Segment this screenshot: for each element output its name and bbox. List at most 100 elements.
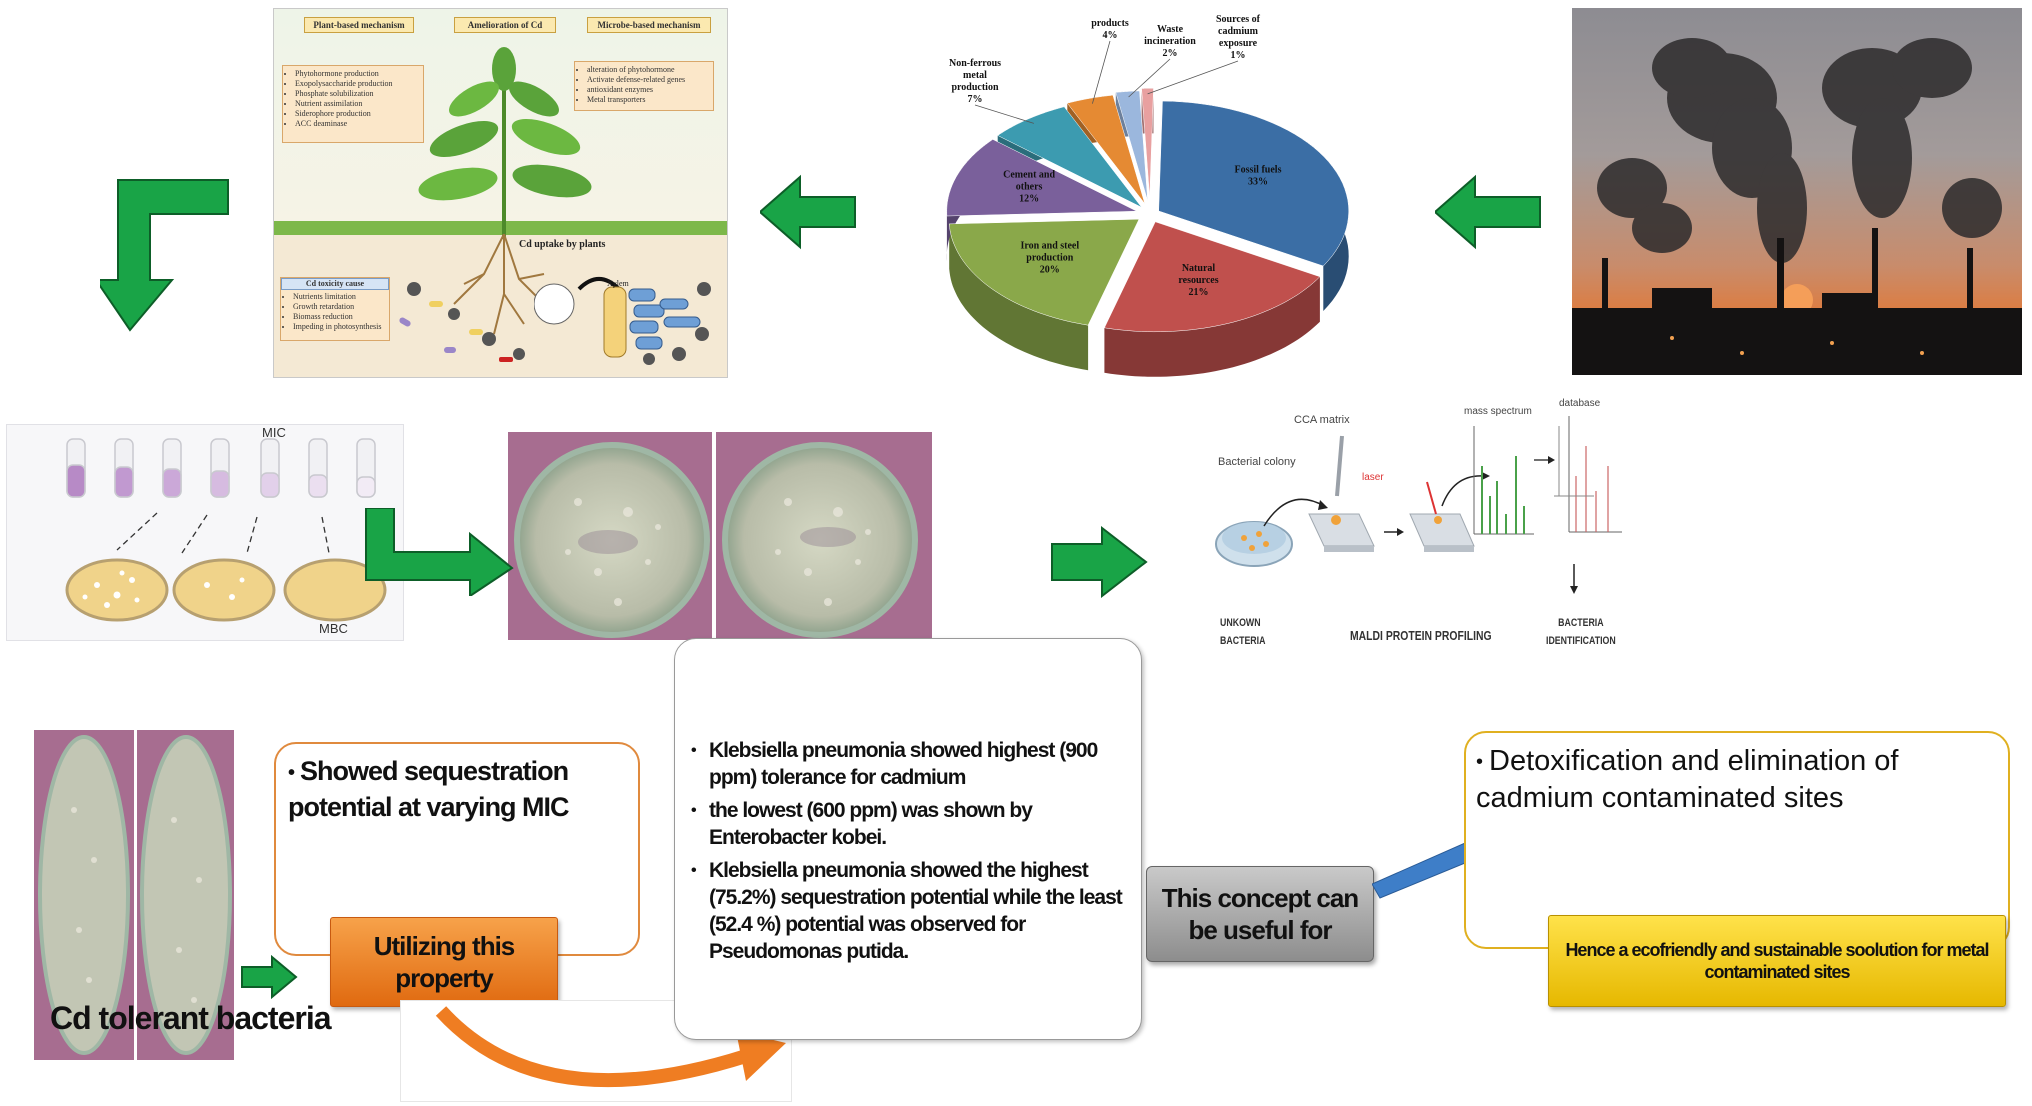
- bullet-icon: •: [288, 761, 295, 784]
- finding-text: the lowest (600 ppm) was shown by Entero…: [709, 799, 1033, 849]
- bullet-icon: •: [691, 802, 697, 819]
- petri-dish-photos: [508, 432, 932, 640]
- finding-text: Klebsiella pneumonia showed highest (900…: [709, 739, 1098, 789]
- cd-tolerant-bacteria-label: Cd tolerant bacteria: [50, 1000, 332, 1036]
- unknown-bacteria-line2: BACTERIA: [1220, 635, 1266, 647]
- toxicity-item: Biomass reduction: [293, 312, 385, 322]
- plant-mechanism-item: Exopolysaccharide production: [295, 79, 419, 89]
- amelioration-header: Amelioration of Cd: [454, 17, 556, 33]
- database-label: database: [1559, 398, 1601, 409]
- xylem-illustration: [534, 277, 711, 365]
- microbe-mechanism-header: Microbe-based mechanism: [587, 17, 711, 33]
- toxicity-item: Impeding in photosynthesis: [293, 322, 385, 332]
- bullet-icon: •: [691, 742, 697, 759]
- arrow-bend-down: [100, 179, 229, 332]
- maldi-profiling-label: MALDI PROTEIN PROFILING: [1350, 628, 1492, 643]
- laser-label: laser: [1362, 472, 1384, 483]
- maldi-figure: CCA matrix Bacterial colony laser mass s…: [1214, 396, 1624, 650]
- smoke-plumes: [1572, 38, 2022, 375]
- toxicity-header: Cd toxicity cause: [281, 278, 389, 290]
- plant-mechanism-figure: Plant-based mechanism Amelioration of Cd…: [273, 8, 728, 378]
- plant-mechanism-item: Nutrient assimilation: [295, 99, 419, 109]
- cd-uptake-label: Cd uptake by plants: [519, 239, 606, 250]
- pie-slice: [1115, 90, 1148, 201]
- pie-leader-line: [974, 104, 1035, 124]
- bacteria-id-line1: BACTERIA: [1558, 617, 1604, 629]
- unknown-bacteria-label: UNKOWN BACTERIA: [1220, 614, 1265, 650]
- finding-item: •Klebsiella pneumonia showed the highest…: [691, 857, 1129, 965]
- plant-mechanism-item: Phosphate solubilization: [295, 89, 419, 99]
- bacteria-identification-label: BACTERIA IDENTIFICATION: [1546, 614, 1616, 650]
- findings-list: • Klebsiella pneumonia showed highest (90…: [691, 737, 1129, 971]
- arrow-left-2: [760, 174, 856, 250]
- microbe-mechanism-list: alteration of phytohormoneActivate defen…: [574, 61, 714, 111]
- microbe-mechanism-item: Activate defense-related genes: [587, 75, 709, 85]
- concept-text: This concept can be useful for: [1161, 883, 1359, 945]
- arrow-right-small: [241, 955, 298, 999]
- finding-item: • the lowest (600 ppm) was shown by Enter…: [691, 797, 1129, 851]
- utilizing-box: Utilizing this property: [330, 917, 558, 1007]
- photo-divider: [712, 432, 716, 640]
- industrial-smoke-photo: [1572, 8, 2022, 375]
- pie-leader-line: [1092, 40, 1111, 104]
- plant-mechanism-item: Phytohormone production: [295, 69, 419, 79]
- mic-mbc-figure: MIC MBC: [6, 424, 404, 641]
- xylem-label: Xylem: [607, 279, 629, 288]
- maldi-illustration: [1215, 416, 1622, 594]
- utilizing-text: Utilizing this property: [373, 931, 516, 993]
- pie-slice: [997, 106, 1142, 208]
- cca-matrix-label: CCA matrix: [1294, 414, 1350, 426]
- pie-leader-line: [1147, 60, 1239, 95]
- pie-slice: [1104, 221, 1321, 333]
- arrow-right-maldi: [1051, 526, 1148, 598]
- bullet-icon-2: •: [1476, 751, 1484, 774]
- arrow-left-1: [1435, 174, 1541, 250]
- unknown-bacteria-line1: UNKOWN: [1220, 617, 1261, 629]
- cd-tolerant-bacteria-photos: [34, 730, 234, 1060]
- sequestration-text: •Showed sequestration potential at varyi…: [288, 754, 628, 824]
- findings-box: • Klebsiella pneumonia showed highest (90…: [674, 638, 1142, 1040]
- concept-box: This concept can be useful for: [1146, 866, 1374, 962]
- mic-label: MIC: [262, 425, 286, 440]
- finding-item: • Klebsiella pneumonia showed highest (90…: [691, 737, 1129, 791]
- plant-mechanism-list: Phytohormone productionExopolysaccharide…: [282, 65, 424, 143]
- mass-spectrum-label: mass spectrum: [1464, 406, 1532, 417]
- photo-divider-2: [134, 730, 137, 1060]
- orange-curved-arrow: [435, 1006, 786, 1088]
- pie-slice: [1158, 100, 1349, 267]
- plant-mechanism-item: ACC deaminase: [295, 119, 419, 129]
- bullet-icon: •: [691, 862, 697, 879]
- mic-mbc-illustration: [65, 438, 387, 622]
- arrow-bend-right: [365, 508, 514, 596]
- detox-box: •Detoxification and elimination of cadmi…: [1464, 731, 2010, 949]
- pie-slice: [946, 139, 1137, 217]
- pie-slice: [948, 218, 1140, 326]
- microbe-mechanism-item: antioxidant enzymes: [587, 85, 709, 95]
- plant-illustration: [418, 47, 592, 239]
- pie-leader-line: [1128, 58, 1171, 98]
- bacteria-id-line2: IDENTIFICATION: [1546, 635, 1616, 647]
- microbe-mechanism-item: alteration of phytohormone: [587, 65, 709, 75]
- pie-slice-label: Cadmiumproducts4%: [1089, 14, 1132, 41]
- bacterial-colony-label: Bacterial colony: [1218, 456, 1296, 468]
- ecofriendly-text: Hence a ecofriendly and sustainable sool…: [1565, 940, 1989, 982]
- microbe-mechanism-item: Metal transporters: [587, 95, 709, 105]
- petri-dishes: [514, 442, 918, 638]
- pie-slice: [1066, 94, 1146, 204]
- elongated-dishes: [38, 735, 232, 1055]
- toxicity-box: Cd toxicity cause Nutrients limitationGr…: [280, 277, 390, 341]
- toxicity-item: Nutrients limitation: [293, 292, 385, 302]
- sequestration-text-content: Showed sequestration potential at varyin…: [288, 756, 570, 822]
- detox-text-content: Detoxification and elimination of cadmiu…: [1476, 745, 1899, 815]
- grass-strip: [274, 221, 727, 235]
- plant-mechanism-item: Siderophore production: [295, 109, 419, 119]
- cd-particles: [399, 282, 525, 362]
